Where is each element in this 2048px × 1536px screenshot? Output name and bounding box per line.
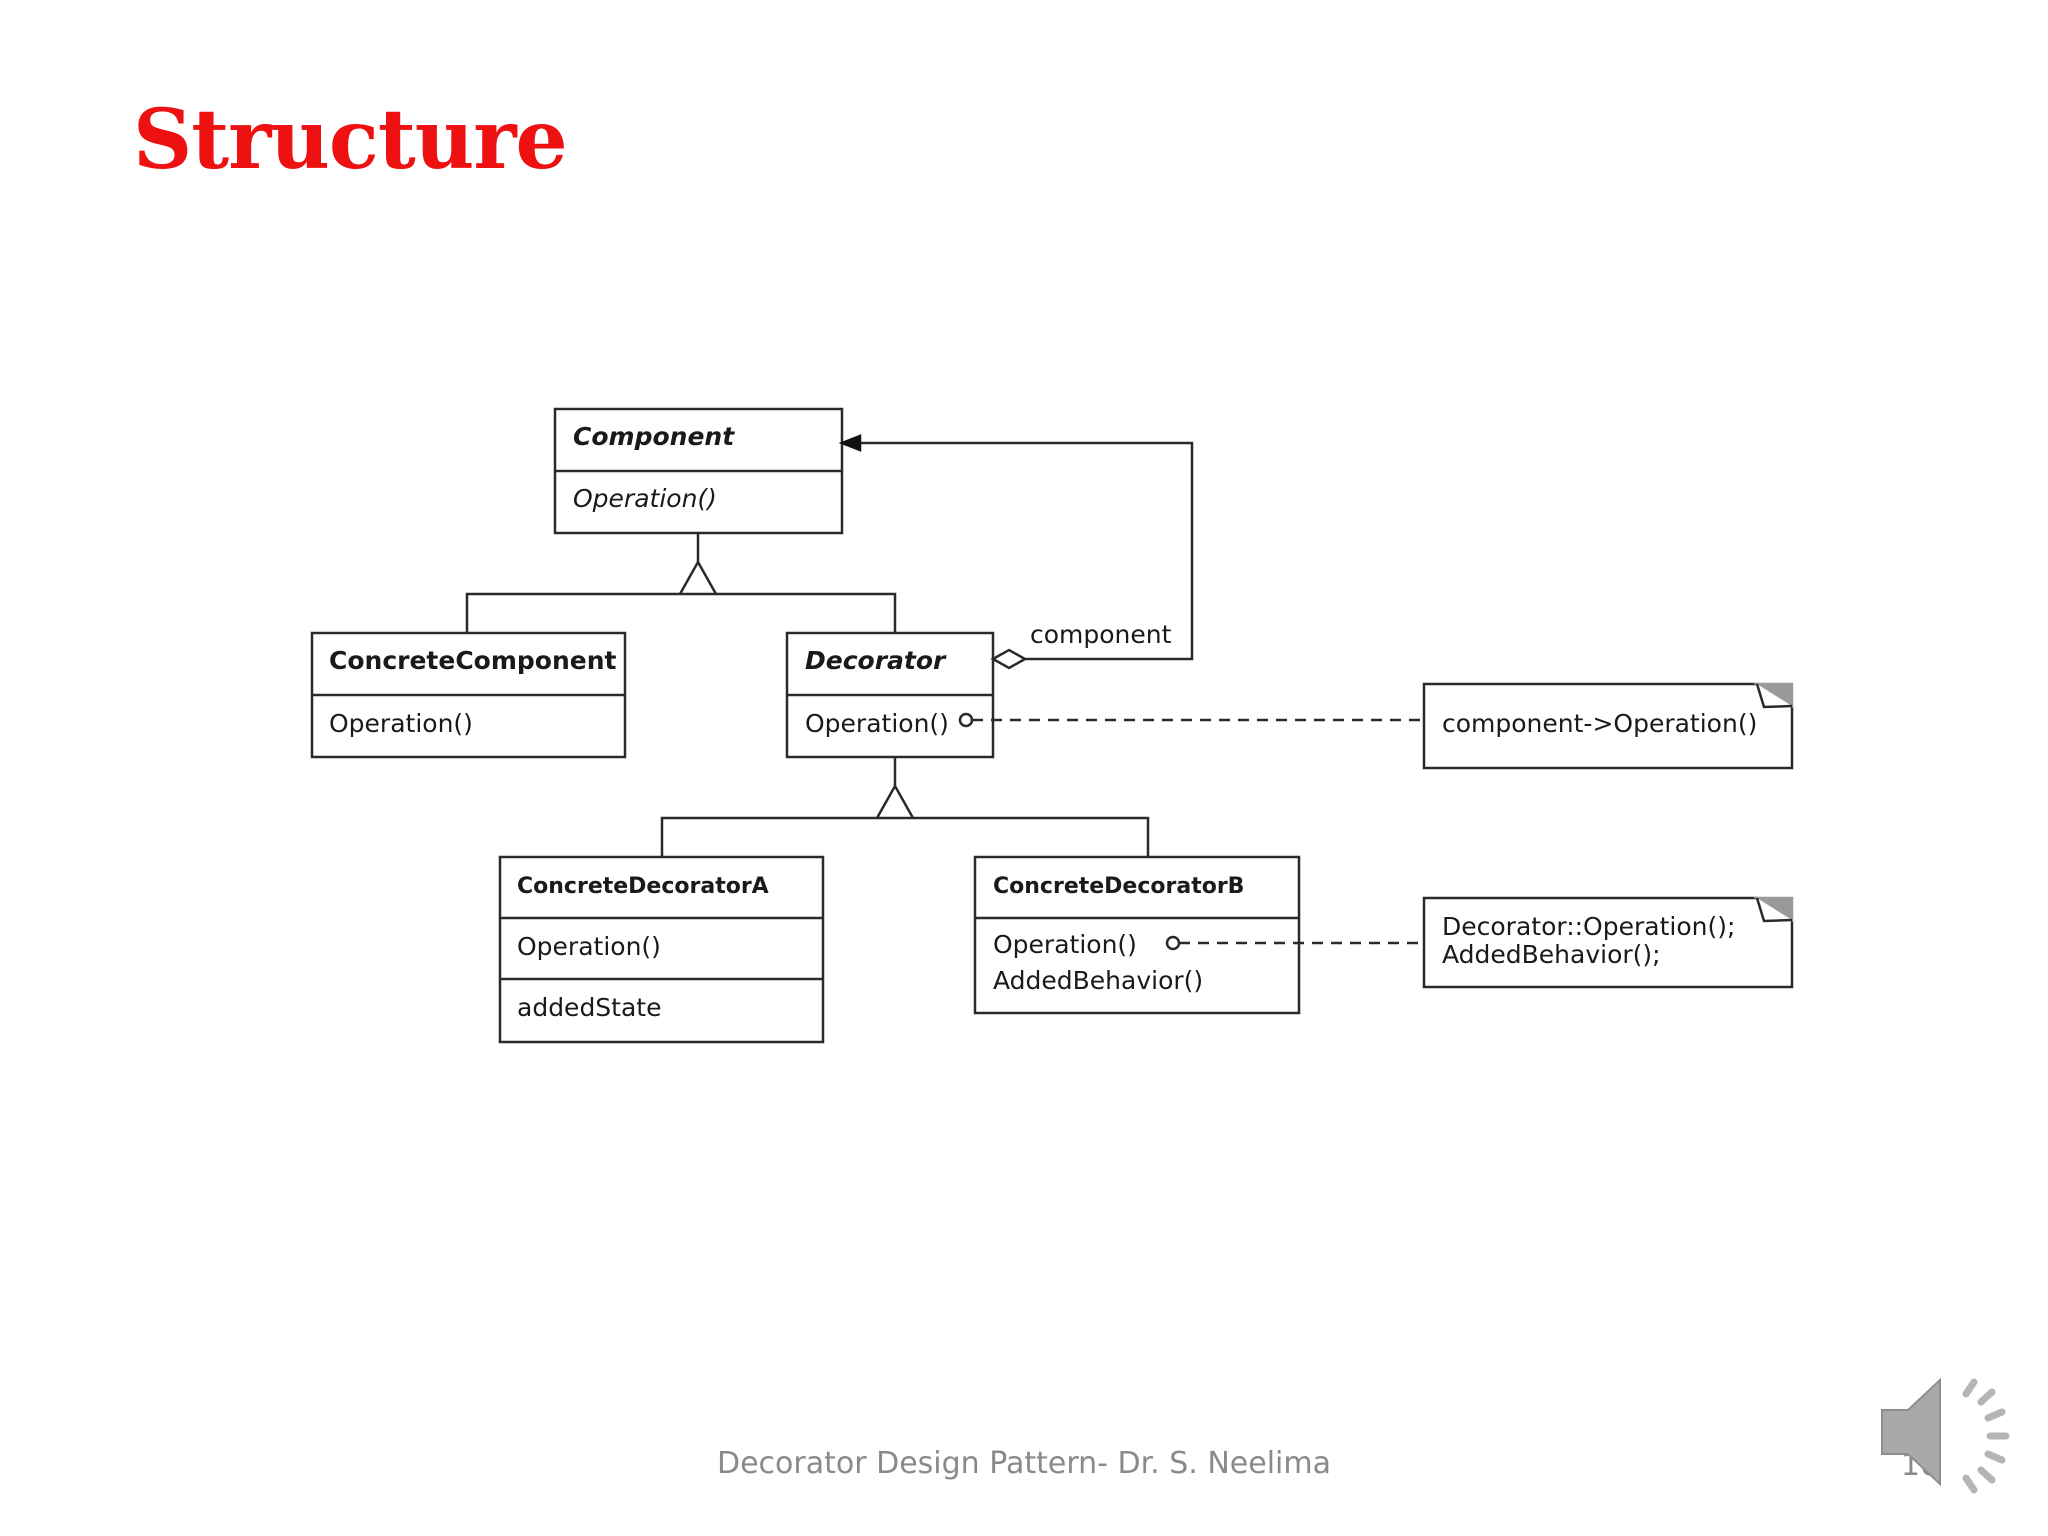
note-box-2 bbox=[1422, 896, 1794, 989]
concrete-decorator-a-operation: Operation() bbox=[517, 932, 661, 961]
association-role-label: component bbox=[1030, 620, 1172, 649]
concrete-decorator-b-class-box bbox=[973, 855, 1301, 1015]
note-2-text-line-2: AddedBehavior(); bbox=[1442, 940, 1661, 969]
concrete-decorator-b-class-name: ConcreteDecoratorB bbox=[993, 874, 1244, 899]
concrete-decorator-b-operation: Operation() bbox=[993, 930, 1137, 959]
concrete-decorator-a-class-name: ConcreteDecoratorA bbox=[517, 874, 769, 899]
aggregation-diamond bbox=[990, 648, 1028, 670]
decorator-class-name: Decorator bbox=[805, 646, 947, 675]
note-box-1 bbox=[1422, 682, 1794, 770]
concrete-component-operation: Operation() bbox=[329, 709, 473, 738]
concrete-component-class-name: ConcreteComponent bbox=[329, 646, 617, 675]
slide-footer: Decorator Design Pattern- Dr. S. Neelima bbox=[716, 1446, 1332, 1481]
speaker-icon[interactable] bbox=[1878, 1372, 2028, 1502]
aggregation-line bbox=[860, 441, 1194, 661]
component-class-name: Component bbox=[573, 422, 735, 451]
note-1-text: component->Operation() bbox=[1442, 709, 1757, 738]
slide-title: Structure bbox=[133, 92, 568, 188]
note-2-text-line-1: Decorator::Operation(); bbox=[1442, 912, 1735, 941]
concrete-decorator-b-behavior: AddedBehavior() bbox=[993, 966, 1203, 995]
inheritance-triangle-component bbox=[678, 559, 718, 595]
decorator-operation: Operation() bbox=[805, 709, 949, 738]
component-operation: Operation() bbox=[573, 484, 717, 513]
inheritance-triangle-decorator bbox=[875, 783, 915, 819]
concrete-decorator-a-state: addedState bbox=[517, 993, 661, 1022]
association-arrowhead bbox=[838, 434, 862, 452]
